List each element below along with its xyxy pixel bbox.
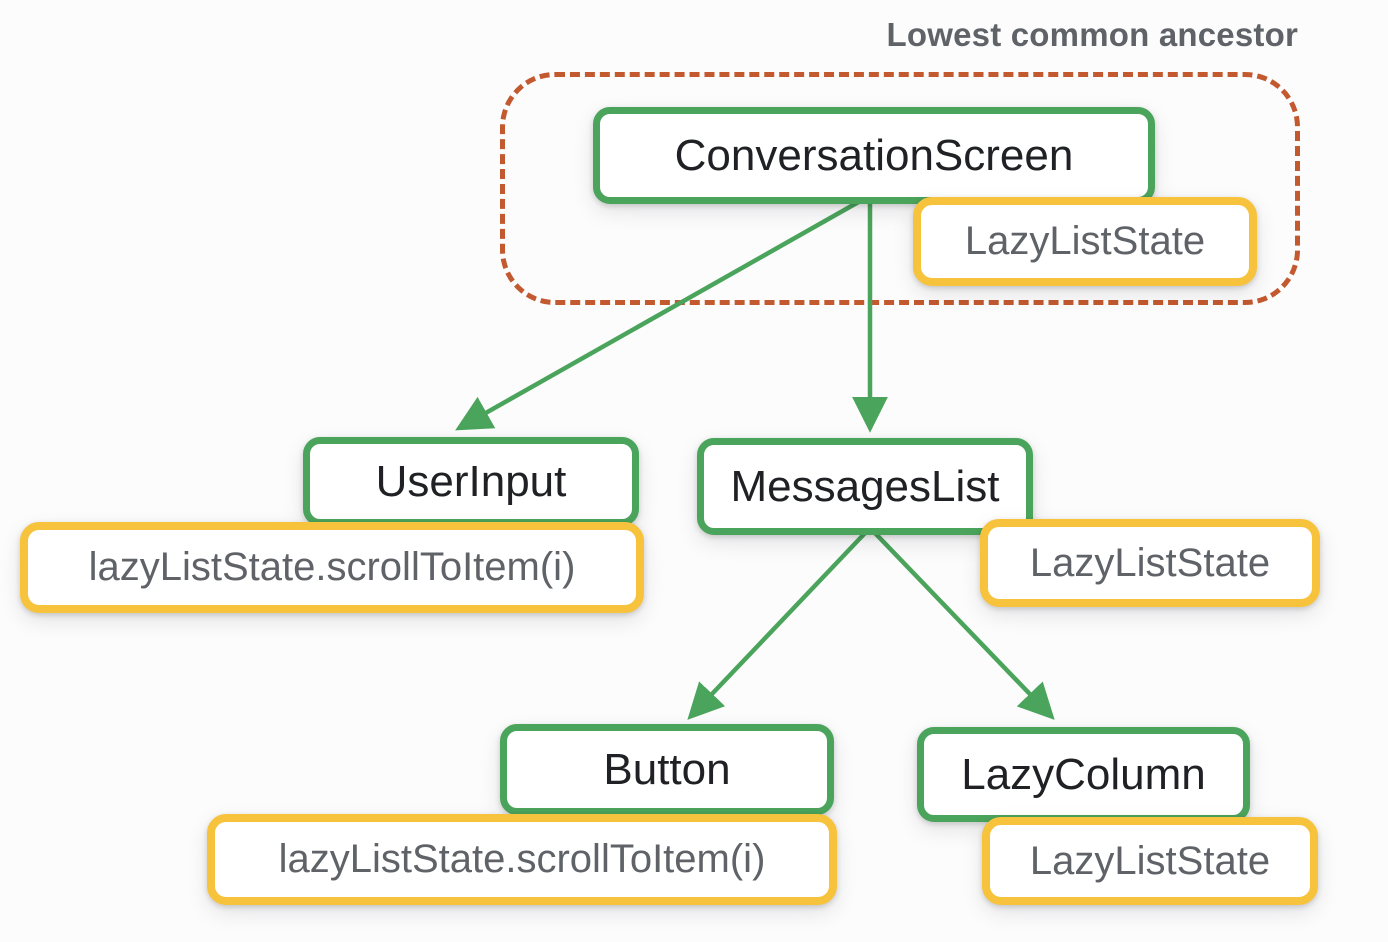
edge-messageslist-lazycolumn: [871, 529, 1055, 720]
node-conversationscreen: ConversationScreen: [593, 107, 1155, 204]
edge-conversationscreen-userinput: [455, 198, 864, 431]
node-button-scrolltoitem-call-label: lazyListState.scrollToItem(i): [278, 837, 766, 881]
lowest-common-ancestor-label: Lowest common ancestor: [886, 16, 1298, 53]
node-lazycolumn: LazyColumn: [917, 727, 1250, 822]
node-lazycolumn-lazyliststate: LazyListState: [982, 817, 1318, 905]
node-userinput: UserInput: [303, 437, 639, 526]
node-messageslist-lazyliststate-label: LazyListState: [1029, 540, 1271, 585]
node-userinput-scrolltoitem-call: lazyListState.scrollToItem(i): [20, 522, 644, 613]
node-button: Button: [500, 724, 834, 815]
node-messageslist: MessagesList: [697, 438, 1033, 535]
node-userinput-scrolltoitem-call-label: lazyListState.scrollToItem(i): [88, 545, 576, 589]
node-conversationscreen-lazyliststate-label: LazyListState: [964, 219, 1206, 263]
node-messageslist-label: MessagesList: [730, 461, 1000, 511]
node-button-label: Button: [603, 744, 731, 794]
node-conversationscreen-lazyliststate: LazyListState: [913, 197, 1257, 286]
edge-messageslist-button: [687, 529, 869, 720]
node-conversationscreen-label: ConversationScreen: [674, 130, 1074, 180]
node-lazycolumn-label: LazyColumn: [961, 749, 1206, 799]
node-button-scrolltoitem-call: lazyListState.scrollToItem(i): [207, 814, 837, 905]
node-userinput-label: UserInput: [375, 456, 567, 506]
node-messageslist-lazyliststate: LazyListState: [980, 519, 1320, 607]
lowest-common-ancestor-outline: [500, 72, 1300, 305]
node-lazycolumn-lazyliststate-label: LazyListState: [1029, 838, 1271, 883]
